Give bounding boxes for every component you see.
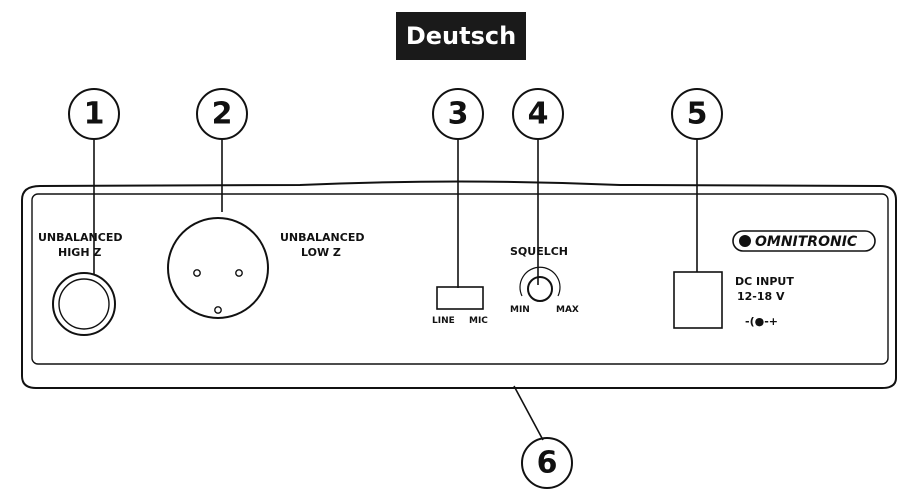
- input1-label-line1: UNBALANCED: [38, 231, 122, 244]
- front-panel-face: [31, 193, 889, 365]
- callout-3: 3: [432, 88, 484, 288]
- callout-1: 1: [68, 88, 120, 274]
- xlr-socket: [167, 217, 269, 319]
- callout-6-leader: [513, 385, 544, 441]
- input1-label-line2: HIGH Z: [58, 246, 101, 259]
- language-badge-bg: [396, 12, 526, 60]
- squelch-control: SQUELCH MIN MAX: [510, 245, 579, 315]
- device-outline: [21, 180, 897, 389]
- callout-2: 2: [196, 88, 248, 212]
- brand-logo-frame: [732, 230, 876, 252]
- brand-logo: OMNITRONIC: [732, 230, 876, 252]
- squelch-min-label: MIN: [510, 305, 530, 315]
- callout-3-number: 3: [448, 97, 469, 132]
- switch-right-label: MIC: [469, 316, 488, 326]
- xlr-pin-1: [193, 269, 201, 277]
- dc-input: DC INPUT 12-18 V -(●-+: [673, 271, 794, 329]
- language-badge: Deutsch: [396, 12, 526, 60]
- xlr-pin-3: [214, 306, 222, 314]
- callout-6: 6: [513, 385, 573, 489]
- language-badge-text: Deutsch: [406, 22, 516, 50]
- callout-5-number: 5: [687, 97, 708, 132]
- input2-label-line1: UNBALANCED: [280, 231, 364, 244]
- callout-6-number: 6: [537, 446, 558, 481]
- line-mic-switch: LINE MIC: [432, 286, 488, 326]
- device-body: [21, 180, 897, 389]
- callout-1-number: 1: [84, 97, 105, 132]
- input2-label-line2: LOW Z: [301, 246, 341, 259]
- line-mic-switch-body: [436, 286, 484, 310]
- dc-label-line1: DC INPUT: [735, 275, 794, 288]
- brand-logo-mark-icon: [739, 235, 751, 247]
- dc-label-line2: 12-18 V: [737, 290, 785, 303]
- switch-left-label: LINE: [432, 316, 455, 326]
- dc-input-socket: [673, 271, 723, 329]
- callout-4-number: 4: [528, 97, 549, 132]
- input-xlr-low-z: UNBALANCED LOW Z: [167, 217, 364, 319]
- input-jack-high-z: UNBALANCED HIGH Z: [38, 231, 122, 336]
- callout-6-circle: [521, 437, 573, 489]
- callout-4: 4: [512, 88, 564, 285]
- xlr-pin-2: [235, 269, 243, 277]
- squelch-knob: [527, 276, 553, 302]
- squelch-scale-arc: [519, 266, 561, 297]
- squelch-label: SQUELCH: [510, 245, 568, 258]
- squelch-max-label: MAX: [556, 305, 579, 315]
- callout-5: 5: [671, 88, 723, 272]
- jack-socket-outer: [52, 272, 116, 336]
- polarity-symbol: -(●-+: [745, 315, 778, 328]
- jack-socket-inner: [58, 278, 110, 330]
- callout-2-number: 2: [212, 97, 233, 132]
- brand-logo-text: OMNITRONIC: [755, 234, 858, 250]
